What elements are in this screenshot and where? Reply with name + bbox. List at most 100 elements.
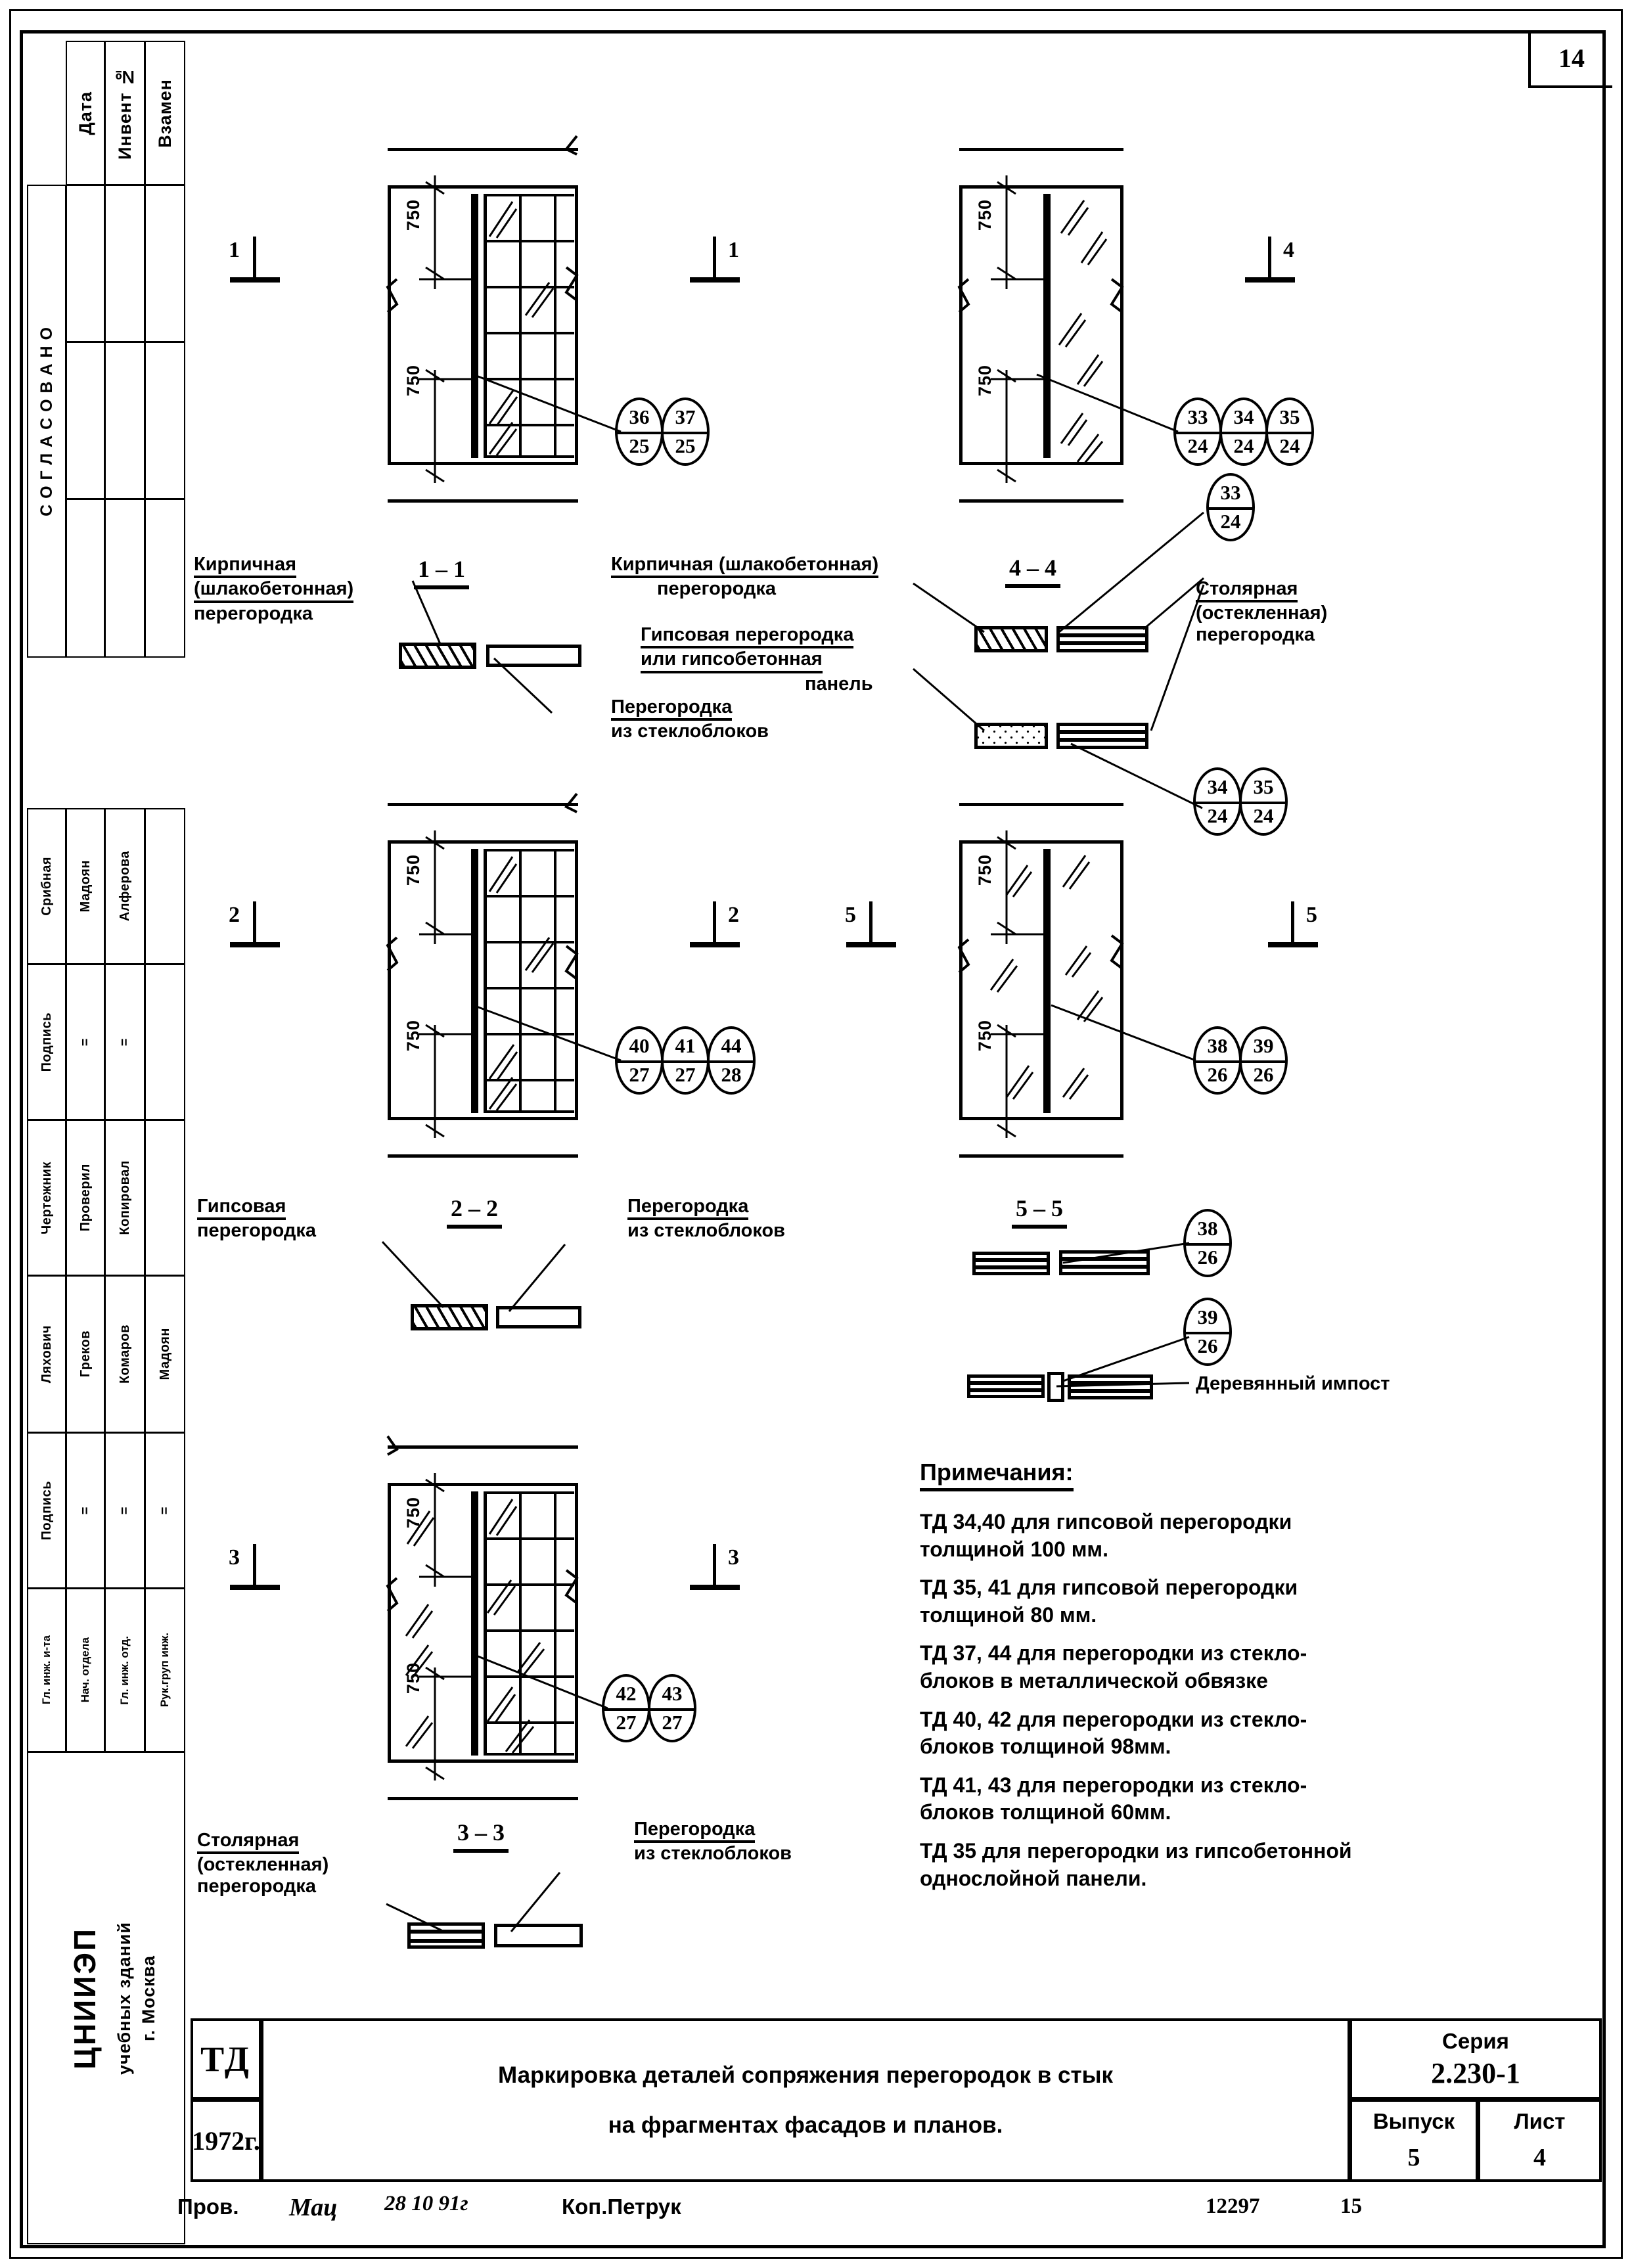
label-brick-partition-11: Кирпичная (шлакобетонная) перегородка [194, 554, 354, 624]
sheet-frame-outer [9, 9, 1623, 2259]
callout-group-55-b: 39 26 [1183, 1298, 1232, 1366]
stamp-podpis-mark: = [145, 1432, 185, 1589]
callout-group-55-a: 38 26 [1183, 1209, 1232, 1277]
callout-group-44-top: 33 24 [1206, 473, 1255, 541]
section-title-2-2: 2 – 2 [447, 1194, 502, 1229]
callout-oval: 44 28 [707, 1026, 756, 1095]
stamp-empty-cell [145, 808, 185, 964]
footer-doc-number: 12297 [1206, 2194, 1260, 2218]
label-joinery-partition-33: Столярная (остекленная) перегородка [197, 1830, 329, 1897]
stamp-empty-cell [145, 964, 185, 1120]
label-glassblock-partition-22: Перегородка из стеклоблоков [627, 1196, 786, 1242]
stamp-soglasovano: С О Г Л А С О В А Н О [27, 185, 66, 658]
stamp-empty-cell [104, 185, 145, 342]
dim-750-bottom: 750 [975, 1020, 995, 1052]
plan-slab-brick-11 [399, 643, 476, 669]
plan-slab-joinery-44-top [1056, 626, 1148, 652]
stamp-role-chertezhnik: Чертежник [27, 1120, 66, 1276]
callout-oval: 34 24 [1219, 397, 1268, 466]
stamp-name-grekov: Греков [66, 1275, 105, 1433]
label-gypsum-partition-22: Гипсовая перегородка [197, 1196, 316, 1242]
stamp-header-vzamen: Взамен [145, 41, 185, 185]
stamp-column: Дата Инвент № Взамен С О Г Л А С О В А Н… [23, 34, 190, 2244]
dim-750-bottom: 750 [403, 1020, 423, 1052]
vypusk-box: Выпуск 5 [1349, 2099, 1478, 2182]
stamp-role-kopiroval: Копировал [104, 1120, 145, 1276]
callout-oval: 40 27 [615, 1026, 664, 1095]
label-wooden-mullion-55: Деревянный импост [1196, 1373, 1390, 1394]
stamp-podpis-mark: = [104, 964, 145, 1120]
callout-group-elev-5: 38 26 39 26 [1193, 1026, 1288, 1095]
stamp-header-invent: Инвент № [104, 41, 145, 185]
stamp-empty-cell [104, 499, 145, 658]
title-line-2: на фрагментах фасадов и планов. [608, 2112, 1003, 2138]
callout-oval: 35 24 [1239, 767, 1288, 836]
callout-oval: 42 27 [602, 1674, 650, 1742]
stamp-podpis-a: Подпись [27, 964, 66, 1120]
dim-750-top: 750 [975, 199, 995, 231]
callout-oval: 36 25 [615, 397, 664, 466]
plan-slab-joinery-33 [407, 1922, 485, 1949]
stamp-name-lyakhovich: Ляхович [27, 1275, 66, 1433]
dim-750-top: 750 [403, 854, 423, 886]
callout-group-elev-1: 36 25 37 25 [615, 397, 710, 466]
dim-750-bottom: 750 [403, 365, 423, 397]
note-item: ТД 41, 43 для перегородки из стекло- бло… [920, 1773, 1307, 1825]
stamp-empty-cell [145, 499, 185, 658]
dim-750-top: 750 [403, 199, 423, 231]
list-value: 4 [1533, 2144, 1546, 2171]
section-title-1-1: 1 – 1 [414, 555, 469, 589]
callout-oval: 35 24 [1265, 397, 1314, 466]
stamp-name-komarov: Комаров [104, 1275, 145, 1433]
elevation-fragment-2: 750 750 [386, 792, 579, 1158]
note-item: ТД 35 для перегородки из гипсобетонной о… [920, 1838, 1352, 1890]
notes-block: Примечания: ТД 34,40 для гипсовой перего… [920, 1459, 1577, 1903]
plan-slab-55-lower-left [967, 1374, 1045, 1398]
callout-oval: 39 26 [1183, 1298, 1232, 1366]
stamp-podpis-b: Подпись [27, 1432, 66, 1589]
dim-750-bottom: 750 [975, 365, 995, 397]
callout-oval: 33 24 [1173, 397, 1222, 466]
label-brick-partition-44: Кирпичная (шлакобетонная) перегородка [611, 554, 879, 600]
plan-slab-joinery-44-bot [1056, 723, 1148, 749]
stamp-name-sribnaya: Срибная [27, 808, 66, 964]
notes-header: Примечания: [920, 1459, 1074, 1491]
plan-slab-brick-44 [974, 626, 1048, 652]
stamp-role-gl-inzh-inta: Гл. инж. и-та [27, 1588, 66, 1752]
stamp-empty-cell [145, 185, 185, 342]
plan-slab-55-upper-right [1059, 1250, 1150, 1275]
callout-group-elev-4: 33 24 34 24 35 24 [1173, 397, 1314, 466]
stamp-empty-cell [66, 342, 105, 499]
dim-750-top: 750 [975, 854, 995, 886]
label-glassblock-partition-11: Перегородка из стеклоблоков [611, 696, 769, 742]
title-block: ТД 1972г. Маркировка деталей сопряжения … [191, 2018, 1603, 2183]
plan-mullion-55 [1047, 1372, 1064, 1402]
section-title-3-3: 3 – 3 [453, 1819, 509, 1853]
vypusk-label: Выпуск [1372, 2109, 1455, 2133]
stamp-name-madoyan: Мадоян [66, 808, 105, 964]
note-item: ТД 37, 44 для перегородки из стекло- бло… [920, 1641, 1307, 1692]
series-box: Серия 2.230-1 [1349, 2018, 1602, 2100]
stamp-empty-cell [66, 185, 105, 342]
stamp-header-data: Дата [66, 41, 105, 185]
elevation-fragment-5: 750 750 [957, 803, 1124, 1158]
note-item: ТД 35, 41 для гипсовой перегородки толщи… [920, 1576, 1298, 1627]
list-box: Лист 4 [1478, 2099, 1602, 2182]
dim-750-bottom: 750 [403, 1662, 423, 1694]
label-joinery-partition-44: Столярная (остекленная) перегородка [1196, 578, 1328, 645]
title-code-box: ТД [191, 2018, 261, 2100]
elevation-fragment-3: 750 750 [386, 1435, 579, 1800]
elevation-fragment-1: 750 750 [386, 135, 579, 503]
list-label: Лист [1514, 2109, 1566, 2133]
stamp-role-gl-inzh-otd: Гл. инж. отд. [104, 1588, 145, 1752]
plan-slab-glassblock-22 [496, 1306, 581, 1328]
note-item: ТД 34,40 для гипсовой перегородки толщин… [920, 1510, 1292, 1561]
callout-group-elev-2: 40 27 41 27 44 28 [615, 1026, 756, 1095]
organization-block: ЦНИИЭП учебных зданий г. Москва [27, 1752, 185, 2244]
section-title-5-5: 5 – 5 [1012, 1194, 1067, 1229]
section-title-4-4: 4 – 4 [1005, 554, 1060, 588]
page-number-box: 14 [1528, 30, 1612, 88]
plan-slab-55-lower-right [1068, 1374, 1153, 1399]
footer-kop: Коп.Петрук [562, 2194, 681, 2219]
